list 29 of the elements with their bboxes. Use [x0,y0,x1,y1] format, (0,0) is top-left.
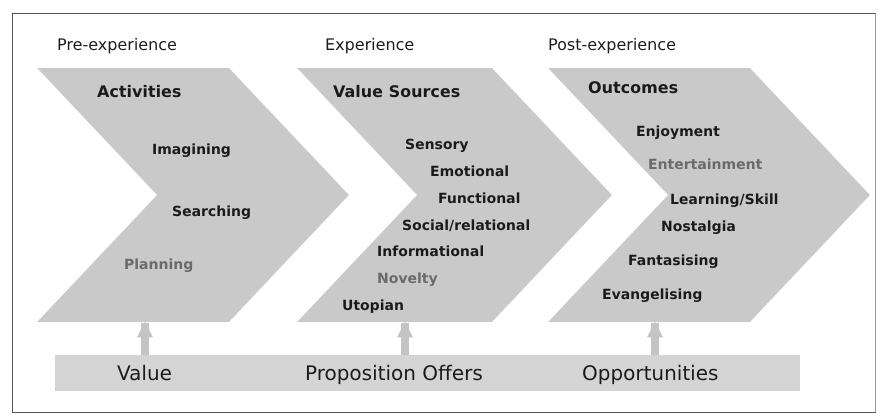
list-item: Sensory [405,138,469,152]
block-arrow [647,321,663,355]
block-arrow [397,321,413,355]
section-heading: Activities [97,84,182,100]
list-item: Social/relational [402,219,530,233]
list-item: Planning [124,258,194,272]
list-item: Evangelising [602,288,702,302]
list-item: Utopian [342,299,404,313]
list-item: Searching [172,205,251,219]
stage-heading: Post-experience [548,37,676,53]
bar-label: Opportunities [582,363,718,383]
list-item: Learning/Skill [670,193,778,207]
stage-heading: Experience [325,37,414,53]
list-item: Entertainment [648,158,762,172]
list-item: Novelty [377,272,438,286]
section-heading: Value Sources [333,84,460,100]
section-heading: Outcomes [588,80,678,96]
list-item: Imagining [152,143,231,157]
list-item: Informational [377,245,484,259]
stage-heading: Pre-experience [57,37,177,53]
bar-label: Proposition Offers [305,363,483,383]
banner-bar [55,355,800,391]
block-arrow [137,321,153,355]
list-item: Fantasising [628,254,719,268]
bar-label: Value [117,363,172,383]
list-item: Enjoyment [636,125,720,139]
list-item: Nostalgia [661,220,736,234]
list-item: Emotional [430,165,510,179]
list-item: Functional [438,192,520,206]
